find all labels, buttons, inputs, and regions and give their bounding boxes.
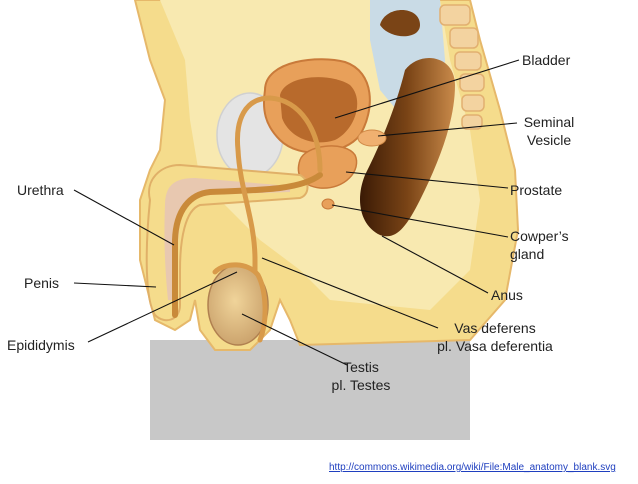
sacrum bbox=[439, 4, 485, 130]
label-cowpers-gland: Cowper’s gland bbox=[510, 228, 569, 262]
label-penis: Penis bbox=[24, 275, 60, 291]
leader-cowpers-gland bbox=[331, 204, 509, 238]
cowpers-gland-organ bbox=[321, 198, 335, 210]
leader-penis bbox=[73, 282, 157, 288]
epididymis-organ bbox=[212, 262, 268, 343]
urethra-tube bbox=[172, 172, 323, 318]
label-vas-deferens: Vas deferens pl. Vasa deferentia bbox=[437, 320, 553, 354]
leader-urethra bbox=[73, 189, 175, 246]
rectum bbox=[360, 58, 455, 237]
label-testis: Testis pl. Testes bbox=[331, 359, 391, 393]
leader-seminal-vesicle bbox=[377, 122, 518, 137]
label-seminal-vesicle: Seminal Vesicle bbox=[523, 114, 575, 148]
leader-epididymis bbox=[87, 271, 238, 343]
leader-testis bbox=[241, 313, 348, 366]
colon bbox=[380, 10, 420, 37]
label-urethra: Urethra bbox=[17, 182, 64, 198]
label-epididymis: Epididymis bbox=[7, 337, 75, 353]
leader-anus bbox=[381, 235, 489, 294]
label-bladder: Bladder bbox=[522, 52, 571, 68]
bladder-lumen bbox=[280, 77, 358, 143]
background-shadow bbox=[150, 340, 470, 440]
leader-bladder bbox=[334, 59, 520, 119]
label-anus: Anus bbox=[491, 287, 523, 303]
source-link[interactable]: http://commons.wikimedia.org/wiki/File:M… bbox=[329, 462, 616, 473]
leader-vas-deferens bbox=[261, 257, 439, 329]
vas-deferens-tube bbox=[234, 95, 323, 333]
label-prostate: Prostate bbox=[510, 182, 563, 198]
leader-prostate bbox=[345, 171, 509, 189]
seminal-vesicle-organ bbox=[357, 129, 387, 147]
